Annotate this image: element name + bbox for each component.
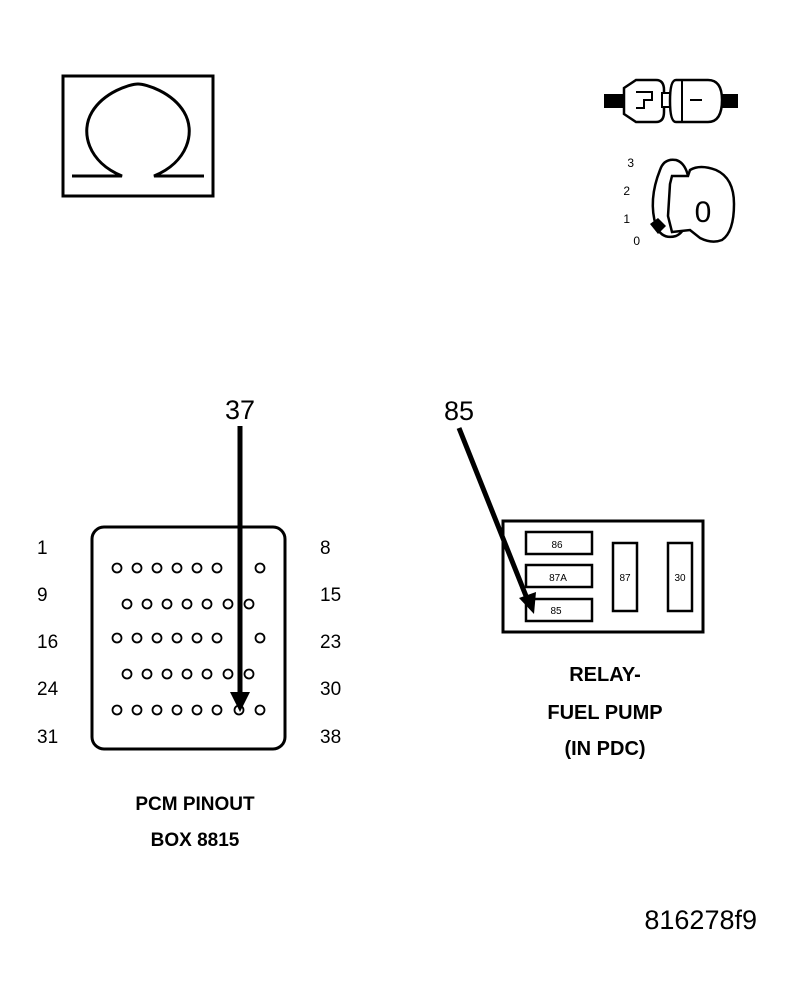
pcm-row-numbers-right: 8 15 23 30 38 — [320, 538, 341, 748]
relay-terminal-callout: 85 — [444, 396, 474, 426]
pcm-row-label: 8 — [320, 538, 331, 559]
pcm-pin-hole — [171, 704, 183, 716]
pcm-pin-hole — [254, 704, 266, 716]
pcm-row-label: 38 — [320, 727, 341, 748]
pcm-pin-hole — [211, 632, 223, 644]
ignition-key-icon: 0 3 2 1 0 — [623, 156, 736, 248]
pcm-pin-hole — [243, 598, 255, 610]
pcm-pin-hole — [222, 668, 234, 680]
pcm-pin-hole — [151, 562, 163, 574]
relay-terminal-86 — [524, 530, 594, 556]
pcm-title-line1: PCM PINOUT — [135, 794, 255, 815]
key-position-1: 1 — [623, 212, 630, 226]
pcm-pin-hole — [111, 704, 123, 716]
ohm-icon — [61, 74, 215, 198]
relay-title-line1: RELAY- — [569, 664, 641, 686]
relay-terminal-87 — [611, 541, 639, 613]
pcm-pin-hole — [254, 632, 266, 644]
pcm-pin-hole — [222, 598, 234, 610]
pcm-pin-hole — [254, 562, 266, 574]
pcm-pin-hole — [211, 704, 223, 716]
relay-terminal-87-label: 87 — [619, 573, 631, 584]
relay-callout-arrow — [456, 427, 536, 614]
pcm-callout-arrow — [230, 426, 250, 712]
pcm-pin-hole — [141, 598, 153, 610]
pcm-pin-hole — [131, 704, 143, 716]
pcm-pin-hole — [201, 668, 213, 680]
relay-terminal-87a — [524, 563, 594, 589]
pcm-pin-hole — [131, 632, 143, 644]
pcm-pin-hole — [141, 668, 153, 680]
pcm-pin-hole — [191, 562, 203, 574]
pcm-row-label: 16 — [37, 632, 58, 653]
pcm-title-line2: BOX 8815 — [151, 830, 240, 851]
key-face-label: 0 — [695, 196, 712, 229]
pcm-pin-hole — [121, 668, 133, 680]
pcm-pin-hole — [181, 668, 193, 680]
relay-terminal-86-label: 86 — [551, 540, 563, 551]
pcm-pin-hole — [191, 632, 203, 644]
relay-terminal-87a-label: 87A — [549, 573, 567, 584]
pcm-pin-hole — [161, 598, 173, 610]
pcm-row-label: 31 — [37, 727, 58, 748]
relay-title-line2: FUEL PUMP — [547, 702, 662, 724]
relay-terminal-85-label: 85 — [550, 606, 562, 617]
pcm-pin-hole — [131, 562, 143, 574]
key-position-2: 2 — [623, 184, 630, 198]
pcm-pin-hole — [151, 632, 163, 644]
relay-title-line3: (IN PDC) — [564, 738, 645, 760]
pcm-row-numbers-left: 1 9 16 24 31 — [37, 538, 59, 748]
pcm-row-label: 9 — [37, 585, 48, 606]
pcm-pin-hole — [111, 632, 123, 644]
pcm-pin-hole — [211, 562, 223, 574]
pcm-row-label: 15 — [320, 585, 341, 606]
connector-icon — [604, 78, 738, 124]
pcm-pin-hole — [181, 598, 193, 610]
key-position-3: 3 — [627, 156, 634, 170]
pcm-row-label: 30 — [320, 679, 341, 700]
pcm-pin-hole — [111, 562, 123, 574]
relay-terminal-30 — [666, 541, 694, 613]
relay-terminal-30-label: 30 — [674, 573, 686, 584]
pcm-pin-hole — [243, 668, 255, 680]
pcm-row-label: 24 — [37, 679, 59, 700]
pcm-row-label: 1 — [37, 538, 48, 559]
figure-id: 816278f9 — [644, 905, 757, 935]
pcm-pin-hole — [201, 598, 213, 610]
pcm-pin-hole — [151, 704, 163, 716]
pcm-pin-hole — [121, 598, 133, 610]
pcm-pin-hole — [171, 632, 183, 644]
pcm-pin-holes — [111, 562, 266, 716]
pcm-row-label: 23 — [320, 632, 341, 653]
relay-terminal-85 — [524, 597, 594, 623]
pcm-pin-callout: 37 — [225, 395, 255, 425]
key-position-0: 0 — [633, 234, 640, 248]
pcm-pin-hole — [161, 668, 173, 680]
pcm-pin-hole — [191, 704, 203, 716]
relay-block: 86 87A 85 87 30 — [501, 519, 705, 634]
pcm-pin-hole — [171, 562, 183, 574]
pcm-connector — [90, 525, 287, 751]
